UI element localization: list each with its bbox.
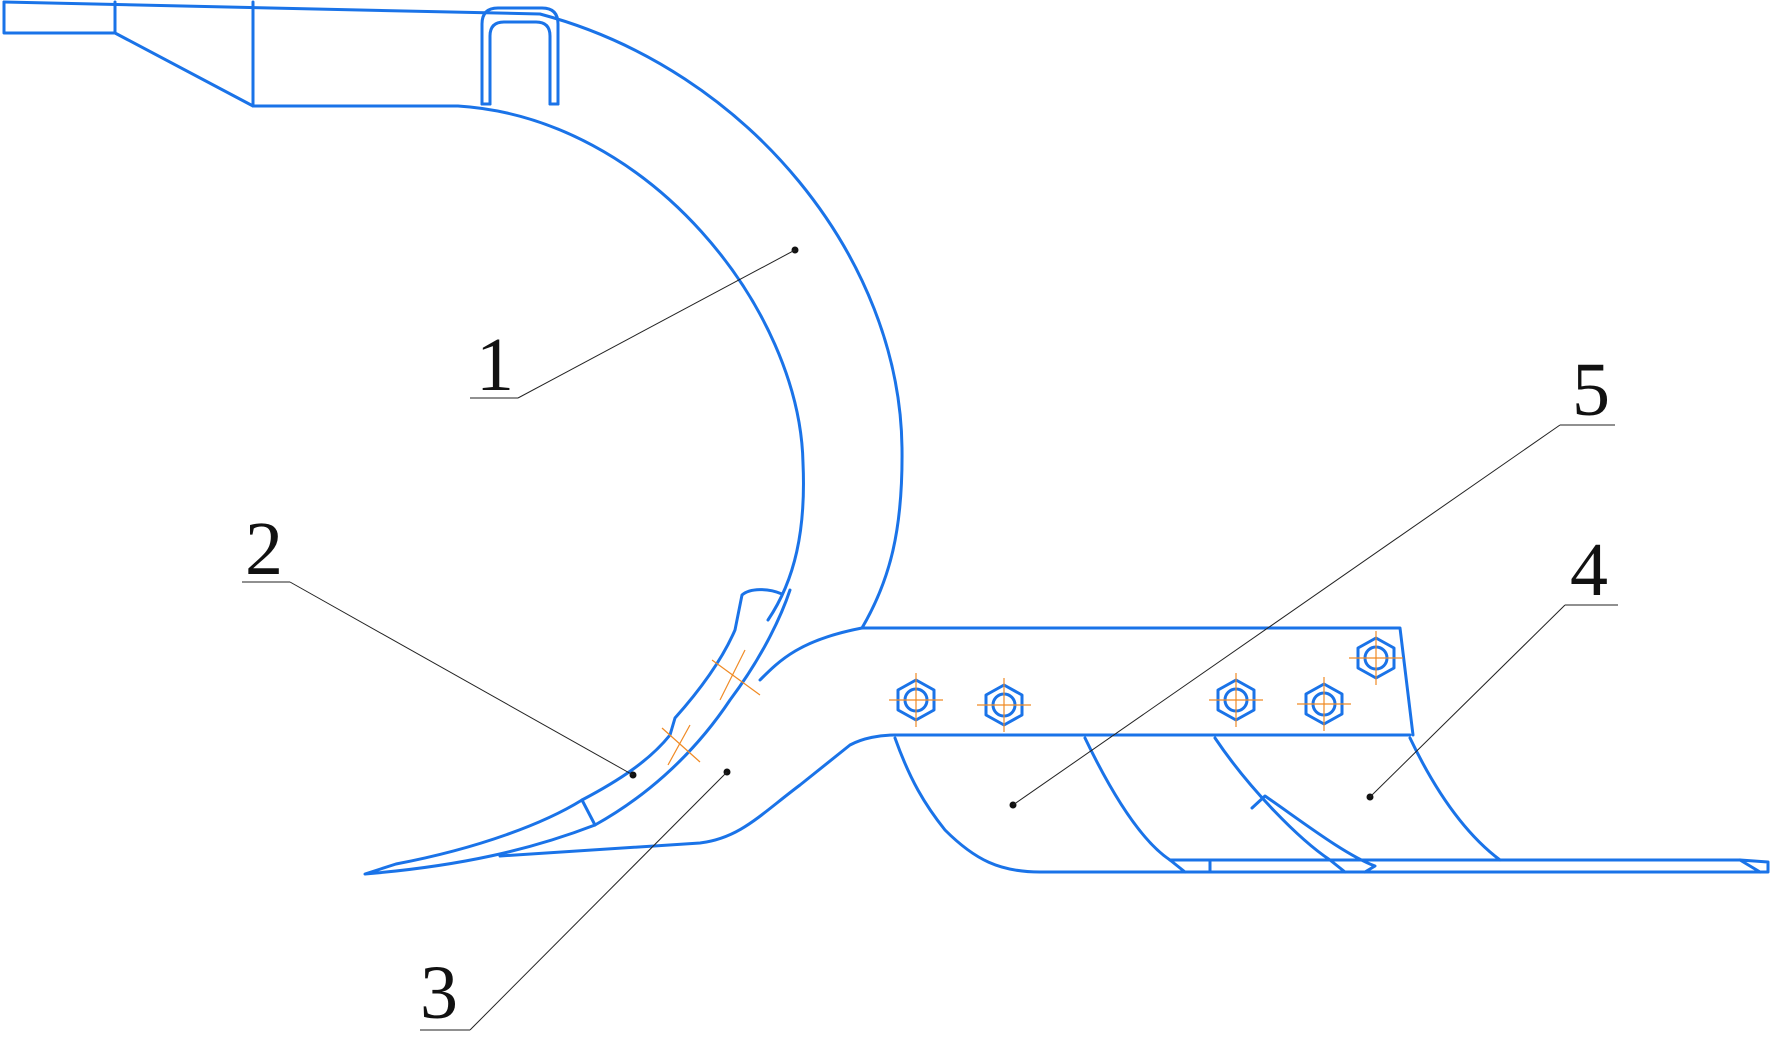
callout-1: 1 <box>470 246 799 407</box>
wing-parts-4-5 <box>893 736 1770 874</box>
callout-5: 5 <box>1009 348 1615 809</box>
bolt-icon <box>1209 673 1263 727</box>
callout-label-4: 4 <box>1570 528 1608 612</box>
shank-part-1 <box>2 0 904 630</box>
share-part-3 <box>498 626 1415 858</box>
callout-4: 4 <box>1366 528 1618 801</box>
tip-centerlines <box>661 649 761 766</box>
bolt-group <box>889 631 1403 732</box>
callout-label-1: 1 <box>476 323 514 407</box>
callout-label-3: 3 <box>420 951 458 1035</box>
bolt-icon <box>889 673 943 727</box>
bolt-icon <box>1297 677 1351 731</box>
callout-label-5: 5 <box>1572 348 1610 432</box>
tip-part-2 <box>363 588 792 876</box>
callout-3: 3 <box>420 768 731 1035</box>
bolt-icon <box>977 678 1031 732</box>
callout-label-2: 2 <box>245 507 283 591</box>
bolt-icon <box>1349 631 1403 685</box>
callout-2: 2 <box>242 507 637 779</box>
